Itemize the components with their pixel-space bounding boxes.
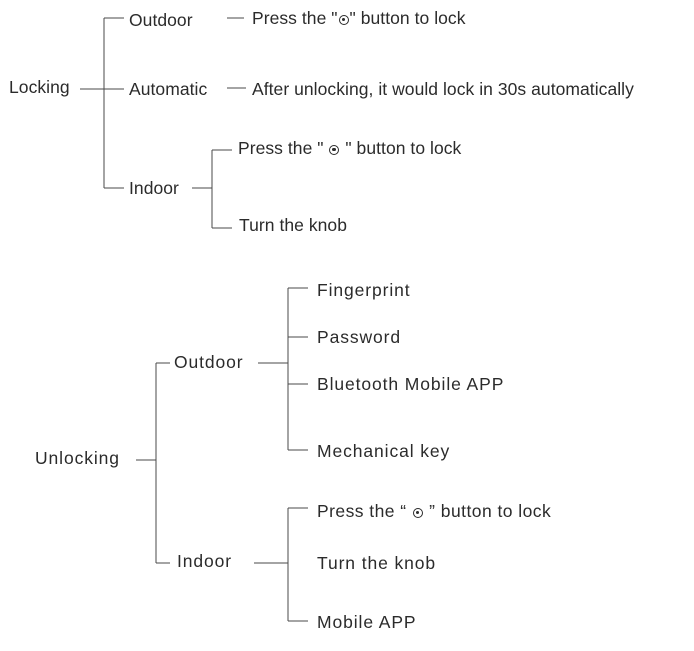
unlocking-indoor-label: Indoor xyxy=(177,551,233,571)
unlocking-indoor-option-press: Press the “ ” button to lock xyxy=(317,501,551,521)
unlocking-indoor-text-post: ” button to lock xyxy=(423,501,552,521)
locking-title: Locking xyxy=(9,77,70,97)
lock-button-icon xyxy=(338,15,349,25)
unlocking-indoor-option-mobile-app: Mobile APP xyxy=(317,612,417,632)
unlocking-outdoor-option-fingerprint: Fingerprint xyxy=(317,280,411,300)
unlocking-outdoor-option-password: Password xyxy=(317,327,402,347)
unlocking-indoor-text-pre: Press the “ xyxy=(317,501,412,521)
unlocking-title: Unlocking xyxy=(35,448,120,468)
locking-automatic-text: After unlocking, it would lock in 30s au… xyxy=(252,79,634,99)
locking-indoor-text-post: " button to lock xyxy=(340,138,462,158)
locking-automatic-label: Automatic xyxy=(129,79,208,99)
lock-button-icon xyxy=(329,145,340,155)
unlocking-outdoor-option-bluetooth: Bluetooth Mobile APP xyxy=(317,374,505,394)
locking-outdoor-text-post: " button to lock xyxy=(349,8,466,28)
locking-indoor-option-knob: Turn the knob xyxy=(239,215,347,235)
unlocking-outdoor-label: Outdoor xyxy=(174,352,244,372)
locking-indoor-label: Indoor xyxy=(129,178,179,198)
locking-indoor-text-pre: Press the " xyxy=(238,138,329,158)
locking-outdoor-text-pre: Press the " xyxy=(252,8,338,28)
locking-outdoor-label: Outdoor xyxy=(129,10,193,30)
locking-outdoor-action: Press the " " button to lock xyxy=(252,8,466,28)
unlocking-indoor-option-knob: Turn the knob xyxy=(317,553,437,573)
locking-indoor-option-press: Press the " " button to lock xyxy=(238,138,461,158)
unlocking-outdoor-option-mechanical-key: Mechanical key xyxy=(317,441,451,461)
lock-button-icon xyxy=(412,508,423,518)
